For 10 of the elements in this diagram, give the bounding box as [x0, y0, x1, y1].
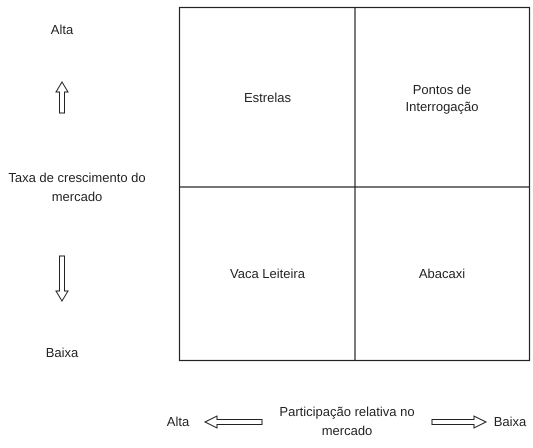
quadrant-label: Abacaxi: [418, 265, 466, 282]
quadrant-label: Pontos de Interrogação: [404, 80, 480, 114]
axis-value-label: Alta: [50, 21, 74, 39]
axis-value-label: Alta: [166, 413, 190, 431]
axis-title: Participação relativa no mercado: [278, 403, 416, 440]
axis-value-label: Baixa: [44, 344, 80, 362]
axis-value-label: Baixa: [492, 413, 528, 431]
quadrant-label: Estrelas: [244, 89, 291, 106]
quadrant-label: Vaca Leiteira: [230, 265, 305, 282]
axis-title: Taxa de crescimento do mercado: [7, 169, 147, 206]
